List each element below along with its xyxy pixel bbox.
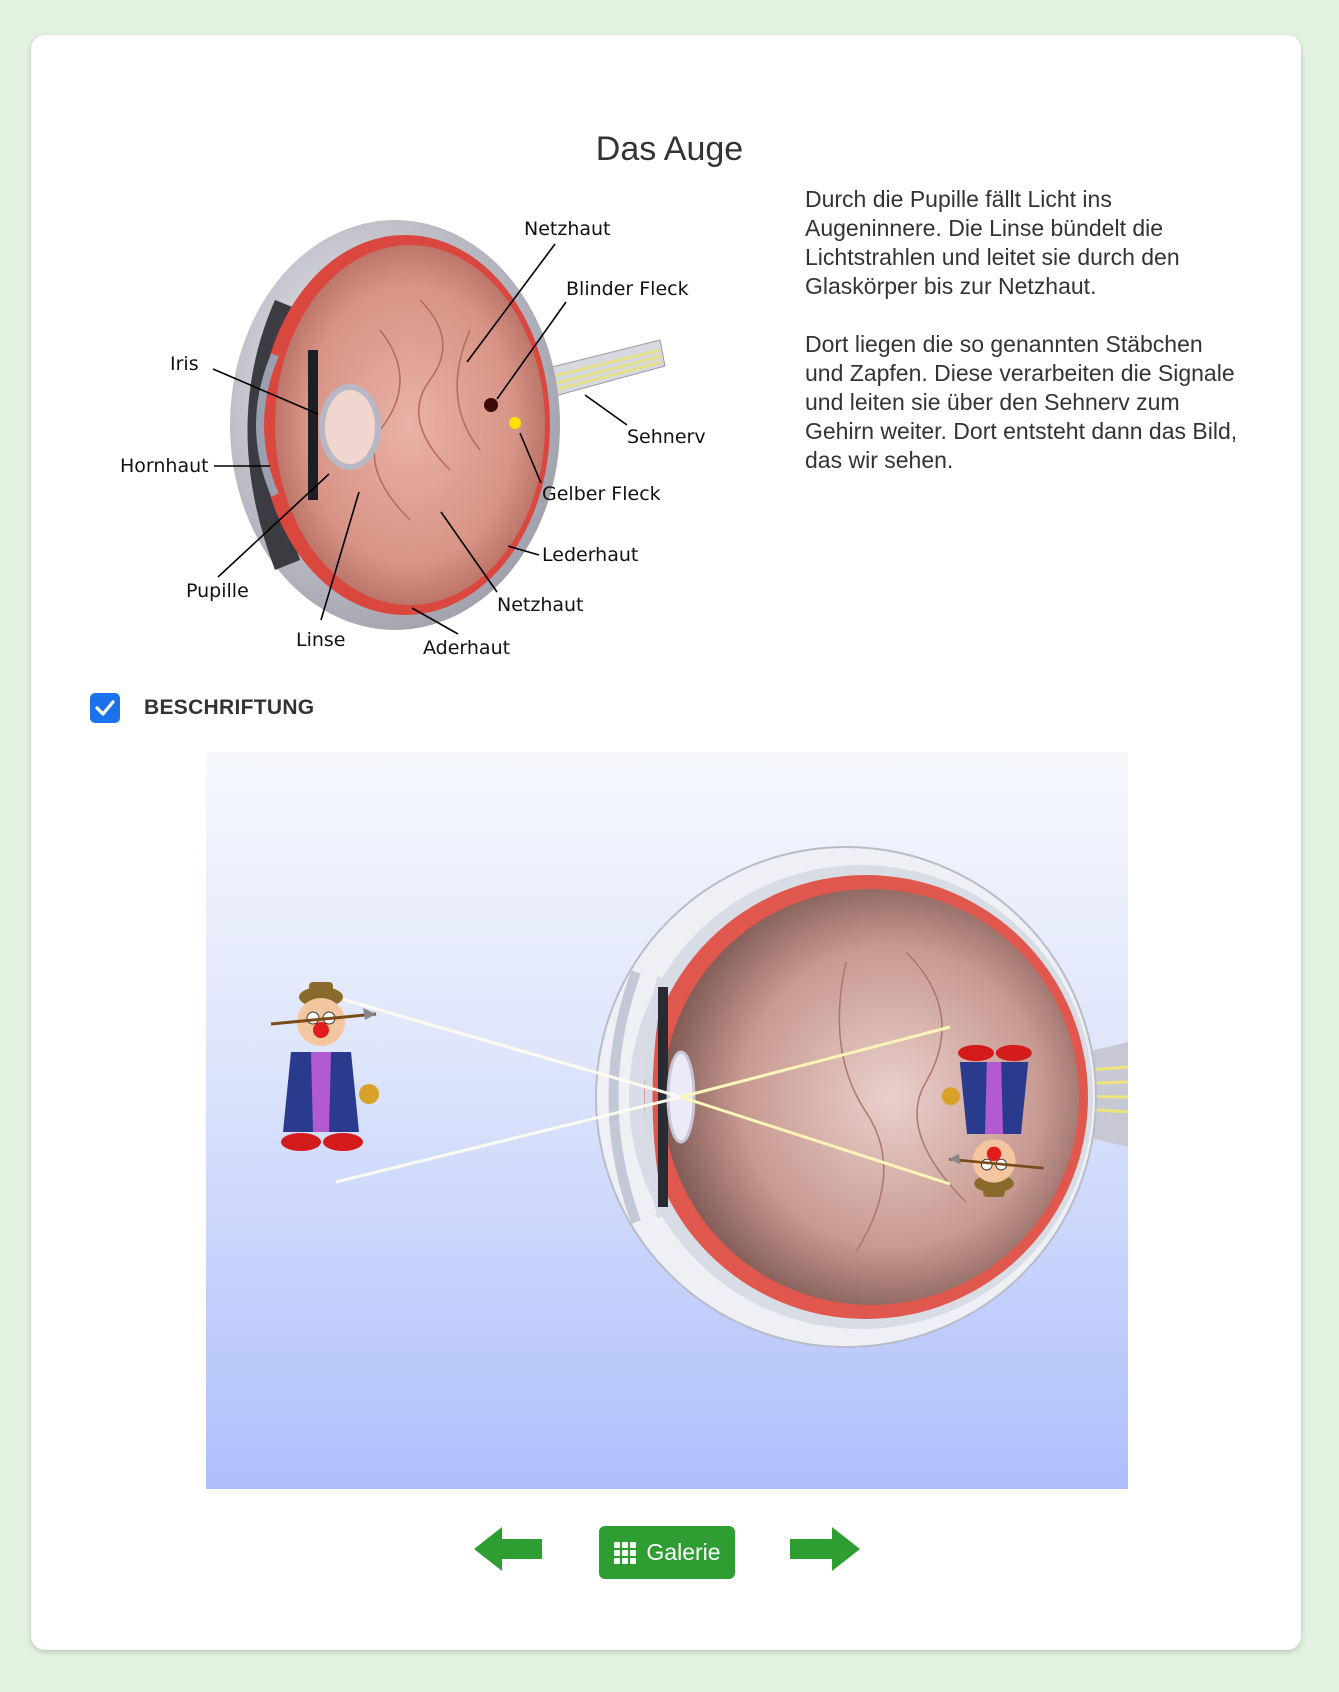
description-text: Durch die Pupille fällt Licht ins Augeni… — [805, 185, 1245, 504]
label-hornhaut: Hornhaut — [120, 455, 209, 477]
label-pupille: Pupille — [186, 580, 249, 602]
label-blinder-fleck: Blinder Fleck — [566, 278, 689, 300]
label-aderhaut: Aderhaut — [423, 637, 510, 659]
description-paragraph-1: Durch die Pupille fällt Licht ins Augeni… — [805, 186, 1180, 299]
label-netzhaut-top: Netzhaut — [524, 218, 611, 240]
next-button[interactable] — [788, 1525, 860, 1573]
label-netzhaut-bottom: Netzhaut — [497, 594, 584, 616]
checkmark-icon — [95, 700, 115, 716]
label-sehnerv: Sehnerv — [627, 426, 706, 448]
gallery-button[interactable]: Galerie — [599, 1526, 735, 1579]
label-lederhaut: Lederhaut — [542, 544, 638, 566]
labels-checkbox[interactable] — [90, 693, 120, 723]
labels-toggle-label: BESCHRIFTUNG — [144, 696, 315, 719]
arrow-right-icon — [790, 1527, 860, 1571]
page-title: Das Auge — [595, 129, 744, 168]
image-formation-illustration — [206, 752, 1128, 1489]
prev-button[interactable] — [474, 1525, 544, 1573]
label-gelber-fleck: Gelber Fleck — [542, 483, 661, 505]
clown-object — [270, 982, 379, 1151]
label-linse: Linse — [296, 629, 346, 651]
description-paragraph-2: Dort liegen die so genannten Stäbchen un… — [805, 331, 1238, 473]
label-iris: Iris — [170, 353, 199, 375]
grid-icon — [614, 1541, 637, 1564]
labels-toggle[interactable]: BESCHRIFTUNG — [90, 692, 314, 724]
eye-image-formation-svg — [270, 846, 1128, 1348]
gallery-label: Galerie — [646, 1539, 721, 1565]
clown-retina-image — [941, 1044, 1044, 1197]
eye-cross-section-diagram: Netzhaut Blinder Fleck Iris Sehnerv Horn… — [120, 218, 706, 659]
arrow-left-icon — [474, 1527, 542, 1571]
